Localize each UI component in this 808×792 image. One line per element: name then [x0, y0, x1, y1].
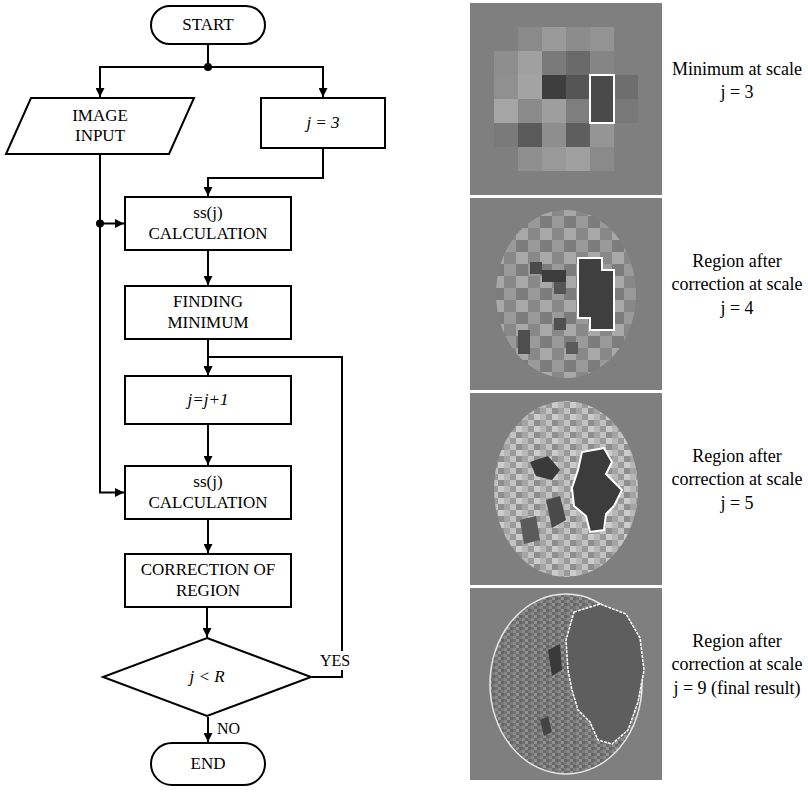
image-caption: Region after correction at scale j = 5 [668, 445, 806, 515]
process-box: j = 3 [260, 97, 386, 149]
text-holder: ss(j) CALCULATION [126, 467, 290, 518]
process-box: CORRECTION OF REGION [124, 553, 292, 608]
node-text: ss(j) CALCULATION [136, 203, 280, 244]
text-holder: END [152, 744, 264, 784]
flow-connector [206, 608, 208, 637]
process-box: ss(j) CALCULATION [124, 465, 292, 520]
input-parallelogram: IMAGE INPUT [5, 97, 195, 155]
edge-label: NO [215, 719, 242, 738]
text-holder: j = 3 [262, 99, 384, 147]
decision-diamond: j < R [102, 637, 312, 717]
image-caption: Region after correction at scale j = 4 [668, 250, 806, 320]
flow-connector [100, 155, 124, 493]
process-box: ss(j) CALCULATION [124, 196, 292, 251]
process-box: j=j+1 [124, 375, 292, 425]
flow-connector [100, 45, 208, 97]
text-holder: FINDING MINIMUM [126, 287, 290, 338]
text-holder: j < R [102, 637, 312, 717]
flow-connector [207, 251, 209, 285]
node-text: FINDING MINIMUM [136, 292, 280, 333]
junction-dot [204, 63, 212, 71]
text-holder: ss(j) CALCULATION [126, 198, 290, 249]
shape-outline [103, 638, 311, 716]
node-text: j < R [189, 667, 224, 687]
node-text: START [182, 15, 233, 35]
flow-connector [100, 155, 124, 224]
node-text: j=j+1 [188, 390, 229, 410]
flow-connector [207, 717, 209, 742]
text-holder: START [152, 7, 264, 43]
start-terminal: START [150, 5, 266, 45]
flow-connector [207, 520, 209, 553]
node-text: CORRECTION OF REGION [136, 560, 280, 601]
flow-connector [207, 425, 209, 465]
process-box: FINDING MINIMUM [124, 285, 292, 340]
node-text: END [191, 754, 226, 774]
shape-outline [6, 98, 194, 154]
edge-label: YES [318, 651, 352, 670]
end-terminal: END [150, 742, 266, 786]
text-holder: j=j+1 [126, 377, 290, 423]
text-holder: IMAGE INPUT [5, 97, 195, 155]
text-holder: CORRECTION OF REGION [126, 555, 290, 606]
flow-connector [208, 149, 323, 196]
node-text: IMAGE INPUT [45, 106, 155, 147]
node-text: j = 3 [306, 113, 339, 133]
flow-connector [208, 45, 323, 97]
node-text: ss(j) CALCULATION [136, 472, 280, 513]
image-caption: Region after correction at scale j = 9 (… [668, 630, 806, 700]
junction-dot [96, 220, 104, 228]
image-caption: Minimum at scale j = 3 [668, 58, 806, 105]
